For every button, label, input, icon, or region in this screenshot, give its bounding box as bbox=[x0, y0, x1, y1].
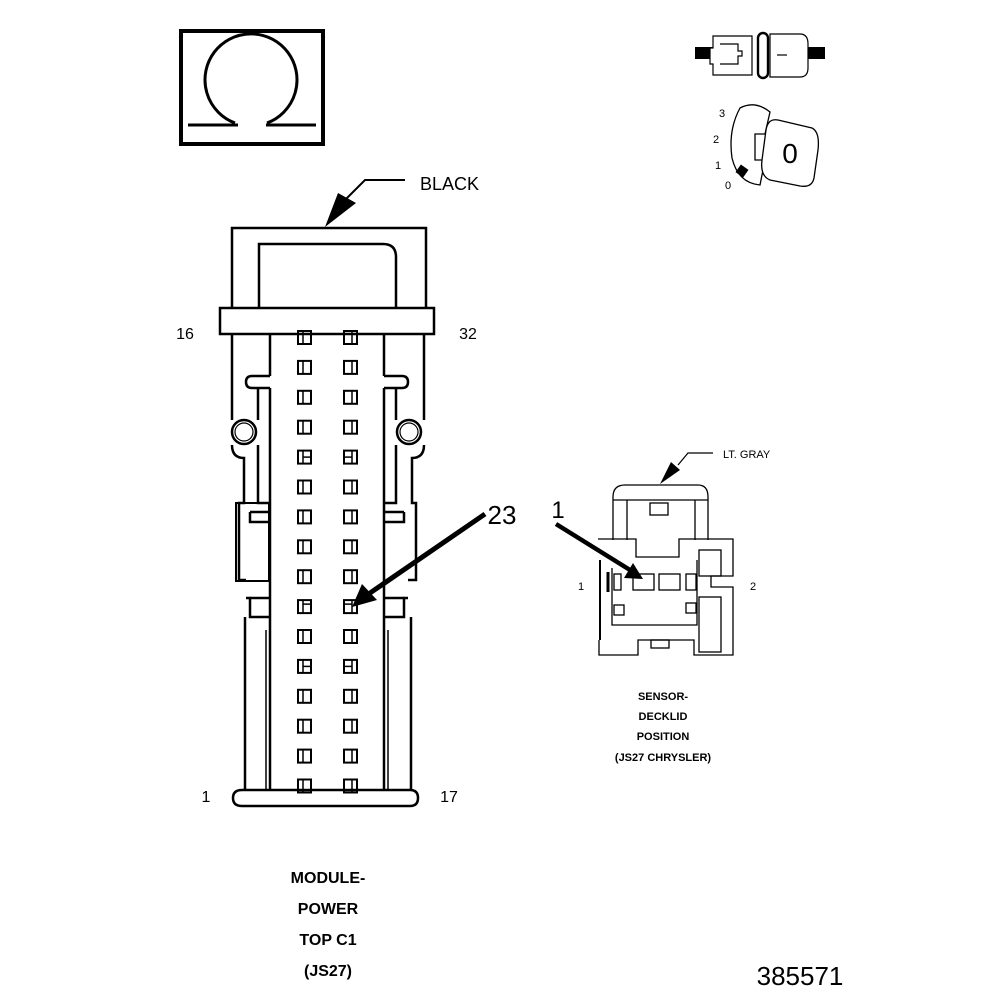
key-label: 0 bbox=[782, 138, 798, 169]
main-connector-caption: MODULE- POWER TOP C1 (JS27) bbox=[291, 870, 366, 980]
cavity bbox=[343, 449, 358, 465]
top-flange bbox=[218, 306, 436, 336]
caption-line-1: MODULE- bbox=[291, 870, 366, 887]
cavity bbox=[343, 778, 358, 794]
cavity bbox=[297, 748, 312, 764]
cavity bbox=[297, 389, 312, 405]
pin-label-16: 16 bbox=[176, 326, 194, 343]
sensor-pin-1-callout-label: 1 bbox=[551, 497, 564, 524]
cavity bbox=[297, 359, 312, 375]
cavity bbox=[343, 718, 358, 734]
cavity bbox=[297, 539, 312, 555]
cavity bbox=[297, 718, 312, 734]
hood-inner bbox=[257, 242, 398, 310]
cavity bbox=[343, 599, 358, 615]
ohm-icon bbox=[188, 32, 316, 127]
cavity bbox=[343, 509, 358, 525]
key-position-3: 3 bbox=[719, 108, 725, 120]
color-label-lt-gray: LT. GRAY bbox=[723, 449, 771, 461]
ignition-key-icon: 0 3 2 1 0 bbox=[713, 104, 820, 192]
ohm-legend-box bbox=[179, 29, 325, 146]
main-connector: BLACK bbox=[176, 174, 516, 980]
cavity bbox=[297, 330, 312, 345]
key-position-1: 1 bbox=[715, 160, 721, 172]
pin-label-17: 17 bbox=[440, 789, 458, 806]
left-body-rail bbox=[230, 334, 272, 790]
sensor-hood bbox=[612, 484, 709, 540]
caption-line-2: POWER bbox=[298, 901, 359, 918]
pin-label-32: 32 bbox=[459, 326, 477, 343]
key-position-2: 2 bbox=[713, 134, 719, 146]
cavity bbox=[297, 449, 312, 465]
sensor-pin-label-1: 1 bbox=[578, 581, 584, 593]
cavity bbox=[343, 389, 358, 405]
sensor-body bbox=[598, 538, 734, 656]
legend-frame bbox=[179, 29, 325, 146]
right-body-rail bbox=[382, 334, 426, 790]
connector-hood bbox=[230, 226, 428, 312]
cavity bbox=[297, 509, 312, 525]
cavity bbox=[297, 688, 312, 704]
pin-23-callout: 23 bbox=[352, 500, 516, 607]
cavity bbox=[297, 629, 312, 644]
pin-23-label: 23 bbox=[488, 500, 517, 530]
sensor-caption-line-1: SENSOR- bbox=[638, 691, 688, 703]
cavity-grid bbox=[297, 330, 358, 794]
sensor-cavity-2 bbox=[658, 573, 681, 591]
cavity bbox=[343, 330, 358, 345]
sensor-caption-line-2: DECKLID bbox=[639, 711, 688, 723]
right-latch-inner bbox=[399, 422, 419, 442]
sensor-connector: LT. GRAY 1 1 2 bbox=[551, 449, 771, 764]
connector-plug-icon bbox=[695, 31, 825, 80]
cavity bbox=[343, 658, 358, 674]
sensor-cavity-1 bbox=[632, 573, 655, 591]
caption-line-3: TOP C1 bbox=[299, 932, 356, 949]
cavity bbox=[297, 658, 312, 674]
cavity bbox=[297, 778, 312, 794]
color-callout-black: BLACK bbox=[325, 174, 479, 227]
bottom-flange bbox=[231, 788, 420, 808]
cavity bbox=[343, 359, 358, 375]
pin-1-callout: 1 bbox=[551, 497, 643, 579]
cavity bbox=[343, 569, 358, 585]
cavity bbox=[343, 419, 358, 435]
key-position-0: 0 bbox=[725, 180, 731, 192]
cavity bbox=[343, 688, 358, 704]
cavity bbox=[297, 569, 312, 585]
cavity bbox=[297, 599, 312, 615]
sensor-pin-label-2: 2 bbox=[750, 581, 756, 593]
sensor-caption-line-3: POSITION bbox=[637, 731, 690, 743]
left-latch-inner bbox=[234, 422, 254, 442]
sensor-caption-line-4: (JS27 CHRYSLER) bbox=[615, 752, 712, 764]
left-latch bbox=[230, 418, 258, 446]
cavity bbox=[343, 748, 358, 764]
cavity bbox=[297, 419, 312, 435]
cavity bbox=[343, 629, 358, 644]
cavity bbox=[343, 479, 358, 495]
color-callout-lt-gray: LT. GRAY bbox=[660, 449, 771, 484]
caption-line-4: (JS27) bbox=[304, 963, 352, 980]
sensor-connector-caption: SENSOR- DECKLID POSITION (JS27 CHRYSLER) bbox=[615, 691, 712, 764]
pin-label-1: 1 bbox=[202, 789, 211, 806]
right-latch bbox=[395, 418, 423, 446]
cavity bbox=[297, 479, 312, 495]
figure-number: 385571 bbox=[757, 961, 844, 991]
cavity bbox=[343, 539, 358, 555]
color-label-black: BLACK bbox=[420, 174, 479, 194]
